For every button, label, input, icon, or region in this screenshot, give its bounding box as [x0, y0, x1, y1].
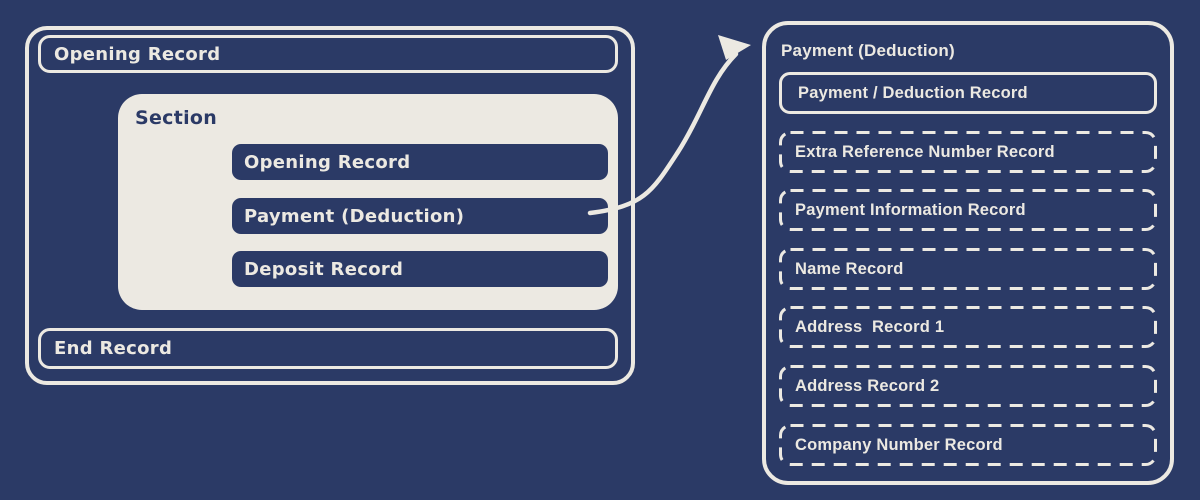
section-bar-deposit-record: Deposit Record — [232, 251, 608, 287]
file-structure-container: Opening Record Section Opening Record Pa… — [25, 26, 635, 385]
record-box-address-record-2: Address Record 2 — [779, 365, 1157, 407]
opening-record-label: Opening Record — [54, 43, 221, 65]
record-label: Company Number Record — [795, 435, 1003, 454]
section-bar-opening-record: Opening Record — [232, 144, 608, 180]
record-label: Address Record 2 — [795, 376, 940, 395]
opening-record-box: Opening Record — [38, 35, 618, 73]
record-box-name-record: Name Record — [779, 248, 1157, 290]
record-box-address-record-1: Address Record 1 — [779, 306, 1157, 348]
payment-deduction-panel: Payment (Deduction) Payment / Deduction … — [762, 21, 1174, 485]
section-bar-label: Deposit Record — [244, 258, 404, 280]
end-record-box: End Record — [38, 328, 618, 369]
record-box-extra-reference-number: Extra Reference Number Record — [779, 131, 1157, 173]
record-label: Payment / Deduction Record — [798, 83, 1028, 102]
record-box-payment-information: Payment Information Record — [779, 189, 1157, 231]
record-label: Name Record — [795, 259, 904, 278]
record-label: Payment Information Record — [795, 200, 1026, 219]
section-block: Section Opening Record Payment (Deductio… — [118, 94, 618, 310]
section-bar-label: Payment (Deduction) — [244, 205, 465, 227]
end-record-label: End Record — [54, 338, 173, 359]
record-label: Address Record 1 — [795, 317, 945, 336]
record-label: Extra Reference Number Record — [795, 142, 1055, 161]
panel-title: Payment (Deduction) — [781, 41, 955, 60]
section-bar-label: Opening Record — [244, 151, 411, 173]
section-title: Section — [135, 107, 218, 129]
record-box-payment-deduction-record: Payment / Deduction Record — [779, 72, 1157, 114]
record-box-company-number: Company Number Record — [779, 424, 1157, 466]
section-bar-payment-deduction: Payment (Deduction) — [232, 198, 608, 234]
